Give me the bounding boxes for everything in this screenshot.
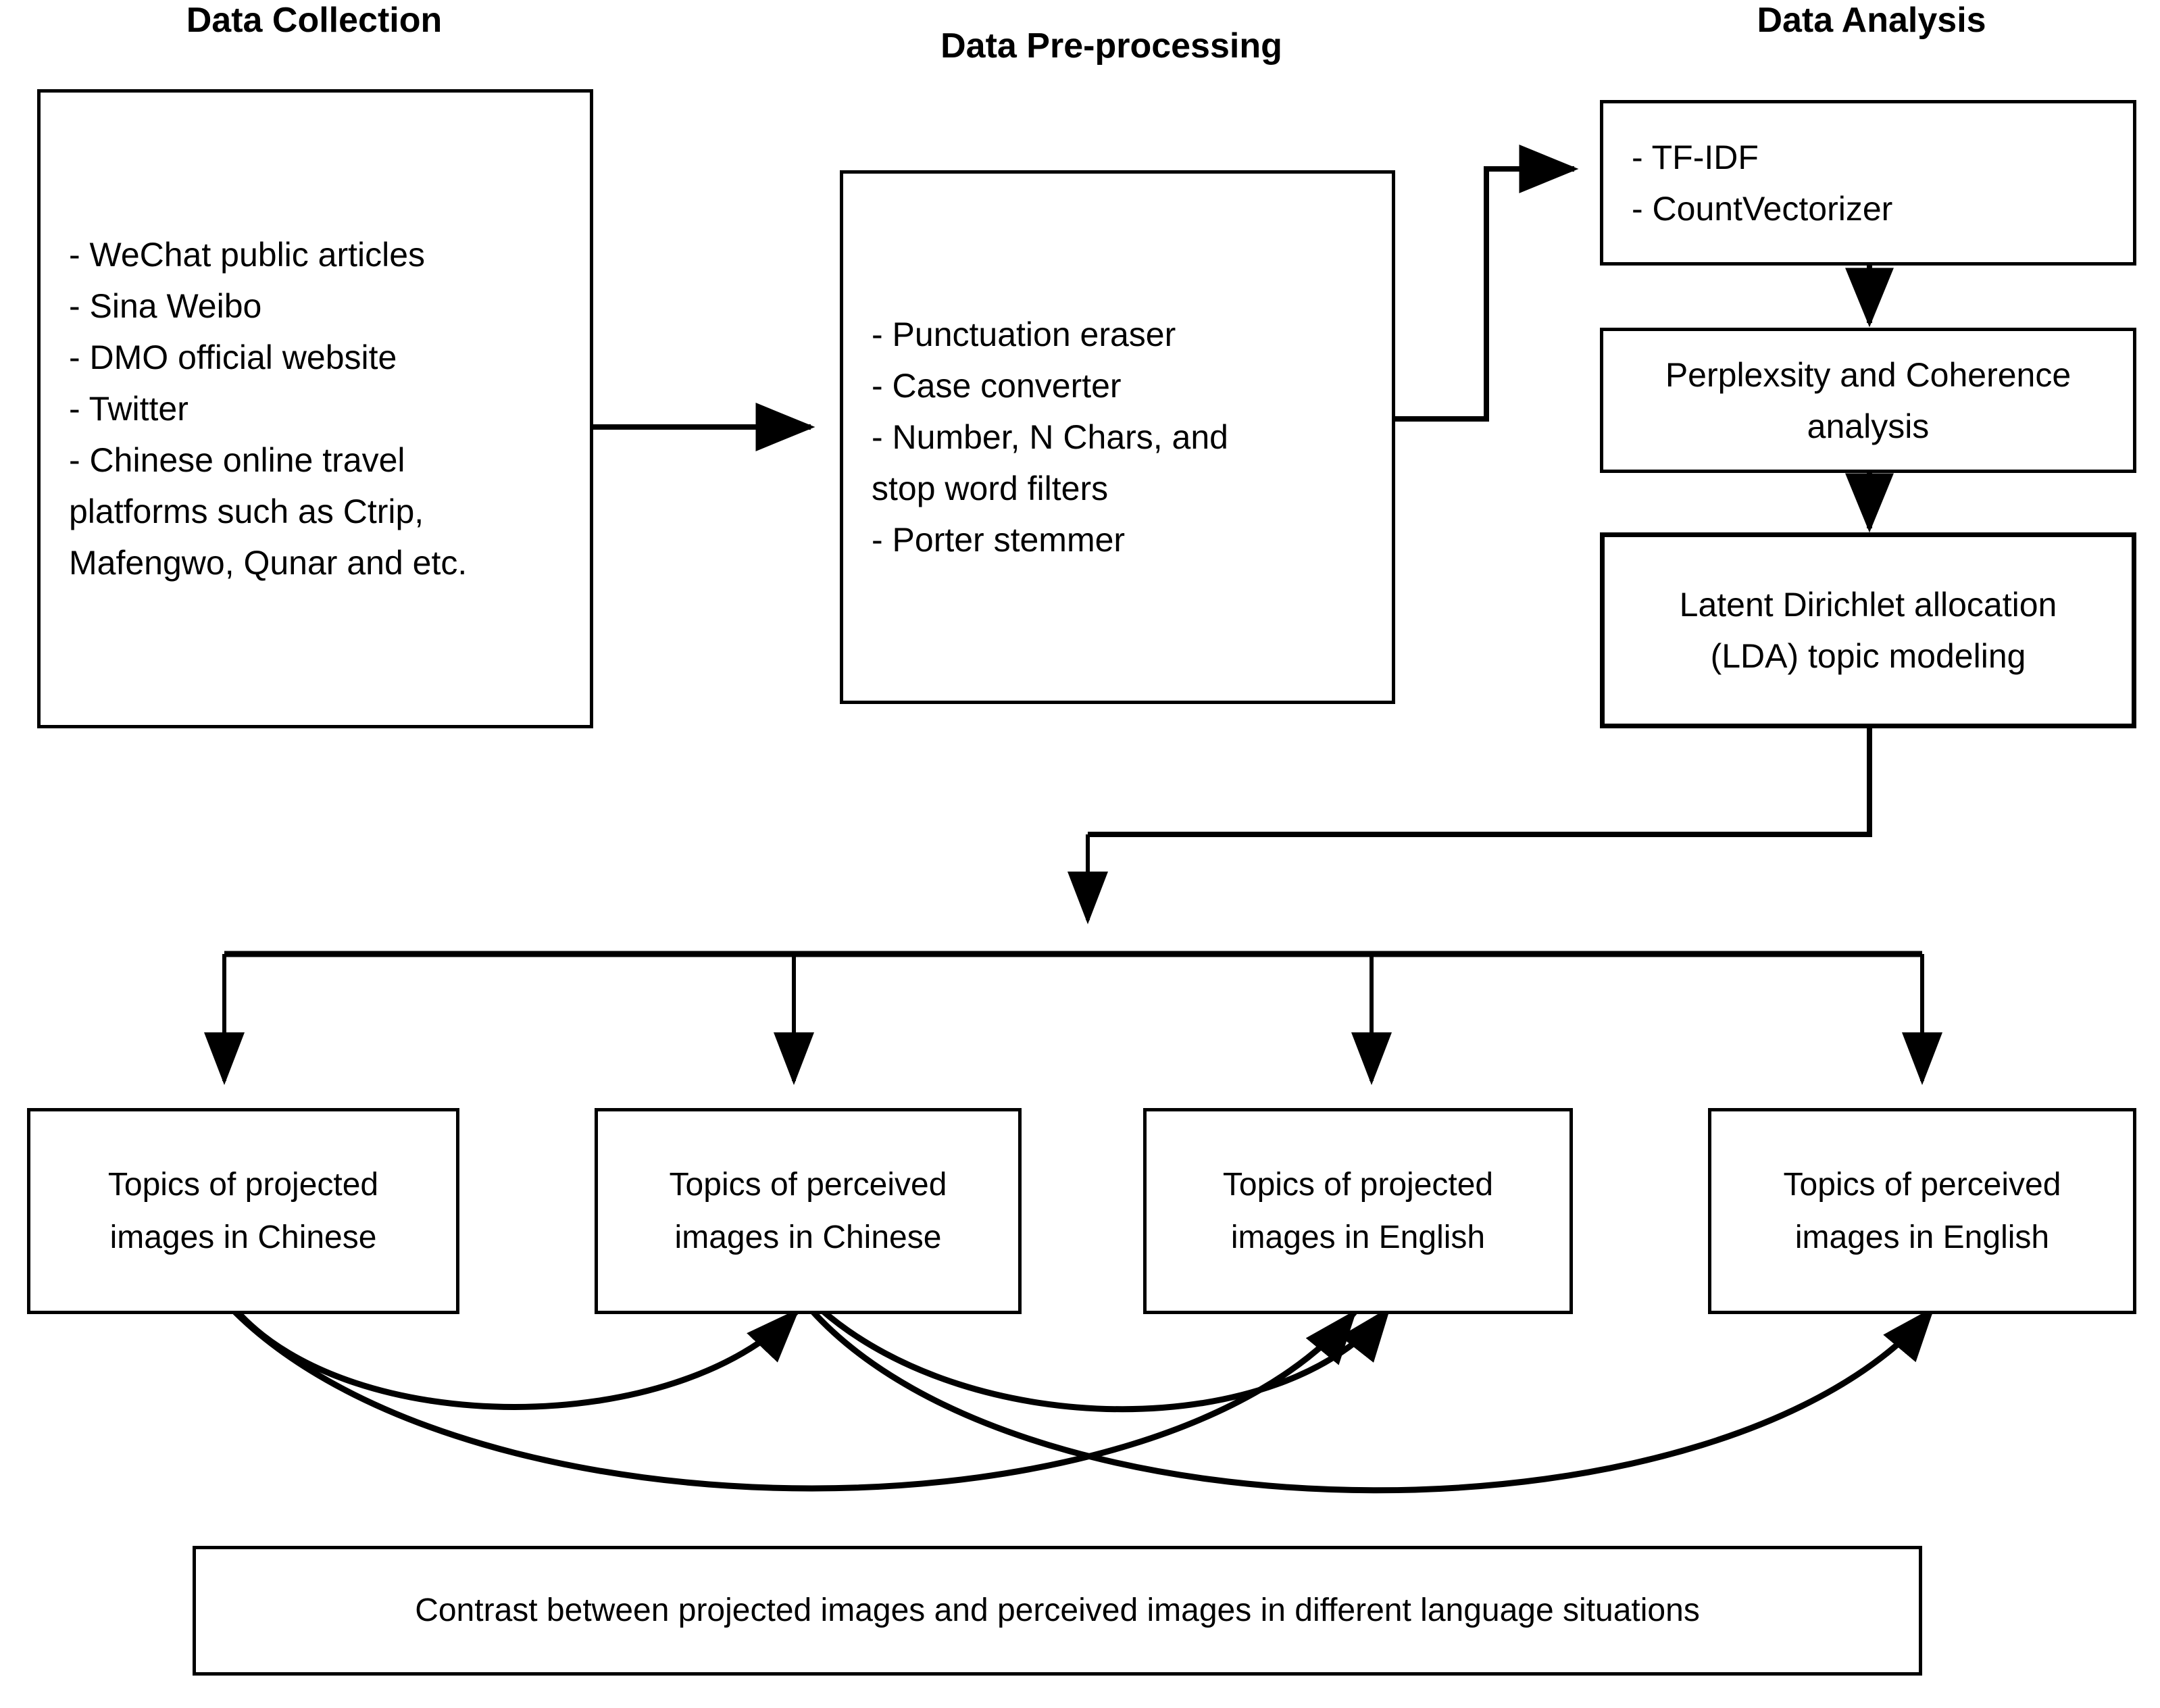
connector-projected-english-perceived-english — [761, 1257, 1935, 1494]
contrast-text: Contrast between projected images and pe… — [415, 1592, 1700, 1629]
connector-lda-to-split — [1068, 726, 1872, 924]
data-preprocessing-text: - Punctuation eraser - Case converter - … — [872, 316, 1228, 559]
vectorizer-box[interactable]: - TF-IDF - CountVectorizer — [1600, 100, 2136, 266]
stage-title-data-collection: Data Collection — [186, 1, 443, 40]
connector-projected-chinese-projected-english — [184, 1261, 1357, 1492]
data-collection-box[interactable]: - WeChat public articles - Sina Weibo - … — [37, 89, 593, 728]
topics-projected-chinese-text: Topics of projected images in Chinese — [107, 1166, 379, 1255]
stage-title-data-analysis: Data Analysis — [1757, 1, 1986, 40]
topics-projected-chinese-box[interactable]: Topics of projected images in Chinese — [27, 1108, 459, 1314]
stage-title-data-preprocessing: Data Pre-processing — [940, 26, 1282, 66]
contrast-box[interactable]: Contrast between projected images and pe… — [193, 1546, 1922, 1676]
topics-perceived-english-box[interactable]: Topics of perceived images in English — [1708, 1108, 2136, 1314]
connector-preprocessing-to-vectorizer — [1395, 145, 1579, 422]
lda-topic-modeling-text: Latent Dirichlet allocation (LDA) topic … — [1679, 586, 2057, 675]
vectorizer-text: - TF-IDF - CountVectorizer — [1632, 138, 1893, 228]
topics-perceived-english-text: Topics of perceived images in English — [1783, 1166, 2061, 1255]
perplexity-coherence-text: Perplexsity and Coherence analysis — [1665, 355, 2071, 445]
topics-projected-english-text: Topics of projected images in English — [1222, 1166, 1494, 1255]
topics-perceived-chinese-box[interactable]: Topics of perceived images in Chinese — [595, 1108, 1022, 1314]
lda-topic-modeling-box[interactable]: Latent Dirichlet allocation (LDA) topic … — [1600, 532, 2136, 728]
connector-projected-chinese-perceived-chinese — [186, 1258, 800, 1410]
topics-projected-english-box[interactable]: Topics of projected images in English — [1143, 1108, 1573, 1314]
data-collection-text: - WeChat public articles - Sina Weibo - … — [69, 236, 468, 582]
topics-perceived-chinese-text: Topics of perceived images in Chinese — [669, 1166, 947, 1255]
data-preprocessing-box[interactable]: - Punctuation eraser - Case converter - … — [840, 170, 1395, 704]
connector-split-to-topic-boxes — [204, 951, 1942, 1085]
perplexity-coherence-box[interactable]: Perplexsity and Coherence analysis — [1600, 328, 2136, 473]
